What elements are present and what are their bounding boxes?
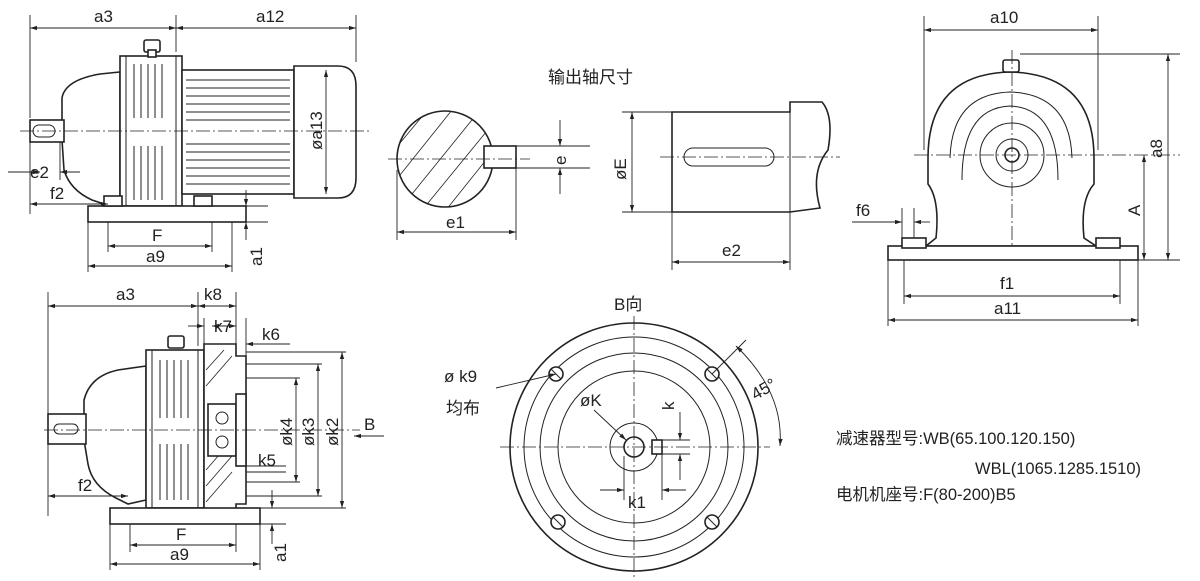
dim-a12: a12 — [256, 7, 284, 26]
dim-a1-bottom: a1 — [271, 543, 290, 562]
shaft-title: 输出轴尺寸 — [548, 68, 633, 87]
dim-f1: f1 — [1000, 274, 1014, 293]
dim-a3-top: a3 — [94, 7, 113, 26]
dim-k8: k8 — [204, 285, 222, 304]
dim-a8: a8 — [1147, 139, 1166, 158]
dim-a9-top: a9 — [146, 247, 165, 266]
label-evenly-spaced: 均布 — [446, 399, 480, 418]
dim-F-top: F — [152, 226, 162, 245]
dim-k4: øk4 — [277, 418, 296, 446]
flange-B-view: B向 ø k9 均布 øK k — [444, 295, 783, 580]
note-motor: 电机机座号:F(80-200)B5 — [836, 485, 1016, 504]
notes-block: 减速器型号:WB(65.100.120.150) WBL(1065.1285.1… — [836, 429, 1141, 504]
note-reducer-value: WB(65.100.120.150) — [923, 430, 1075, 448]
dim-a9-bottom: a9 — [170, 545, 189, 564]
dim-a13: øa13 — [307, 111, 326, 150]
dim-k3: øk3 — [299, 418, 318, 446]
dim-A: A — [1125, 204, 1144, 216]
dim-f2-top: f2 — [50, 184, 64, 203]
dim-e: e — [551, 156, 570, 165]
dim-a1-top: a1 — [247, 247, 266, 266]
dim-k5: k5 — [258, 451, 276, 470]
note-reducer-label: 减速器型号: — [836, 429, 923, 448]
view-B-marker: B — [364, 415, 375, 434]
dim-k2: øk2 — [323, 418, 342, 446]
front-view-top: a10 a8 A f6 f1 a11 — [852, 8, 1180, 326]
dim-F-bottom: F — [176, 525, 186, 544]
side-view-bottom: a3 k8 k7 k6 øk4 øk3 øk2 B k5 f2 — [44, 285, 384, 570]
dim-a3-bottom: a3 — [116, 285, 135, 304]
dim-e2-shaft: e2 — [722, 241, 741, 260]
dim-k: k — [659, 401, 678, 410]
dim-k1: k1 — [628, 493, 646, 512]
dim-e2-side: e2 — [30, 163, 49, 182]
dim-K: øK — [580, 391, 602, 410]
note-reducer: 减速器型号:WB(65.100.120.150) — [836, 429, 1075, 448]
note-reducer-value2: WBL(1065.1285.1510) — [975, 460, 1141, 478]
side-view-top: a3 a12 øa13 e2 f2 F a9 a1 — [8, 7, 370, 272]
dim-f2-bottom: f2 — [78, 476, 92, 495]
dim-k7: k7 — [214, 317, 232, 336]
dim-k9: ø k9 — [444, 367, 477, 386]
flange-title: B向 — [614, 295, 642, 314]
dim-k6: k6 — [262, 325, 280, 344]
dim-E: øE — [611, 158, 630, 180]
dim-angle: 45° — [748, 375, 780, 404]
note-motor-value: F(80-200)B5 — [923, 486, 1016, 504]
output-shaft-view: 输出轴尺寸 e e1 — [388, 68, 840, 270]
note-motor-label: 电机机座号: — [836, 485, 923, 504]
dim-e1: e1 — [446, 213, 465, 232]
dim-a11: a11 — [994, 299, 1021, 318]
dim-f6: f6 — [856, 201, 870, 220]
dim-a10: a10 — [990, 8, 1018, 27]
